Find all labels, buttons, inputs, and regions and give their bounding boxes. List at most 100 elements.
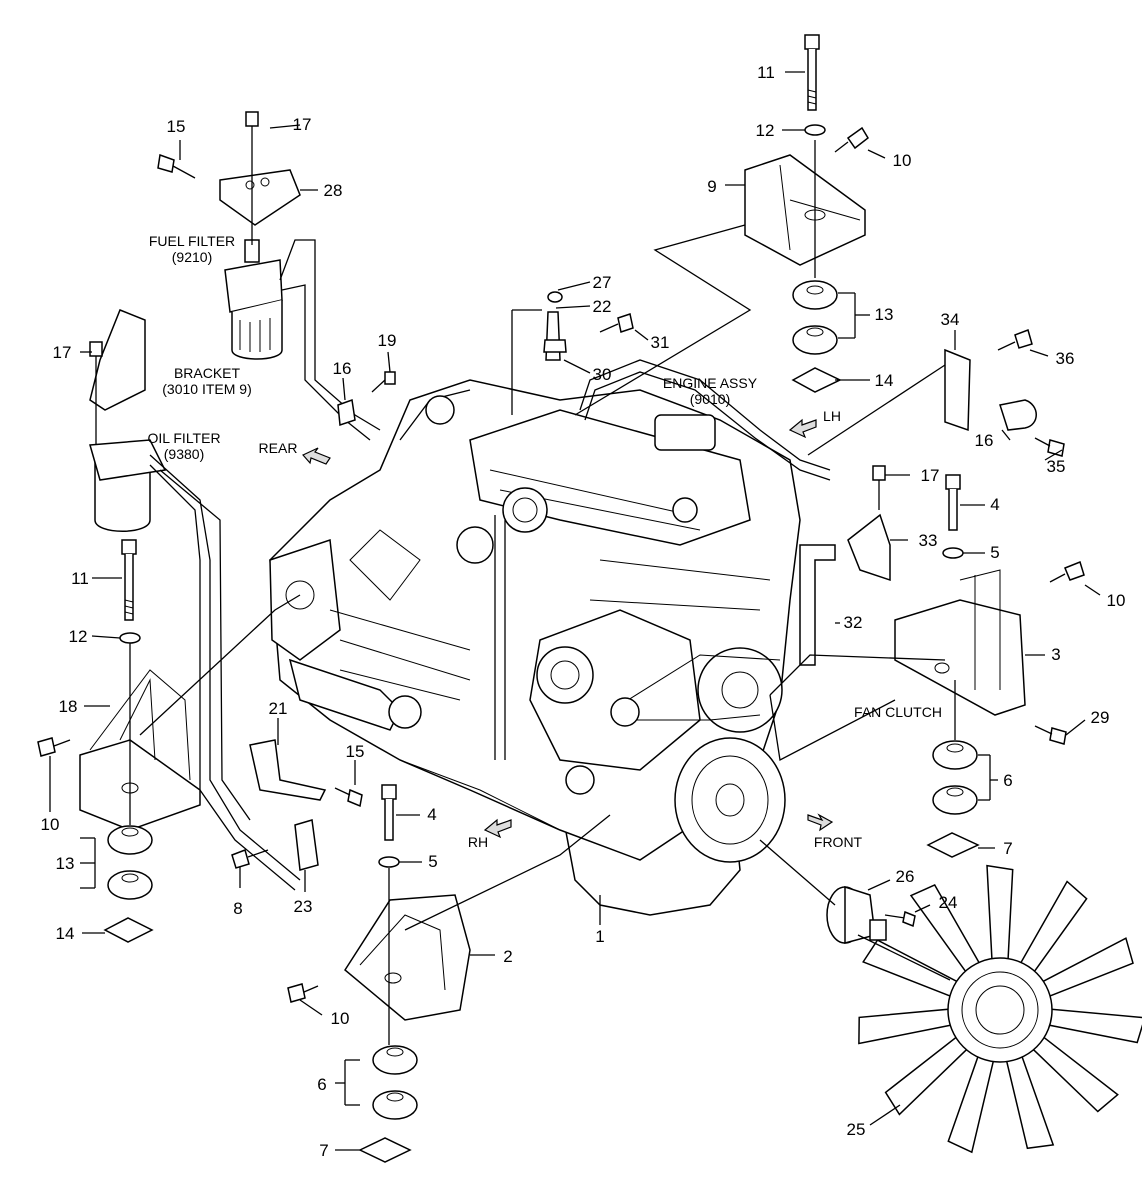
plug-27: [547, 291, 563, 303]
bracket-33: [847, 513, 891, 582]
callout-21: 21: [269, 699, 288, 718]
oil-filter-code: (9380): [164, 446, 204, 462]
callout-10: 10: [893, 151, 912, 170]
mount-bracket-9: [744, 154, 866, 266]
fan-clutch-part: [826, 885, 906, 944]
oil-filter: [89, 439, 167, 532]
rh-label: RH: [468, 834, 488, 850]
callout-23: 23: [294, 897, 313, 916]
callout-5: 5: [990, 543, 999, 562]
fan-blade: [884, 1035, 969, 1116]
fan-blade: [1046, 1008, 1142, 1044]
oil-filter-bracket: [89, 309, 146, 411]
washer-5-bottom: [378, 856, 400, 868]
engine-assy-code: (9010): [690, 391, 730, 407]
washer-12-left: [119, 632, 141, 644]
callout-18: 18: [59, 697, 78, 716]
lh-label: LH: [823, 408, 841, 424]
callout-28: 28: [324, 181, 343, 200]
callout-27: 27: [593, 273, 612, 292]
callout-16: 16: [333, 359, 352, 378]
part-22-30: [543, 311, 567, 361]
front-label: FRONT: [814, 834, 863, 850]
callout-6: 6: [317, 1075, 326, 1094]
callout-35: 35: [1047, 457, 1066, 476]
rear-arrow-icon: [302, 447, 331, 465]
callout-16: 16: [975, 431, 994, 450]
callout-17: 17: [53, 343, 72, 362]
engine-assembly: [269, 359, 831, 916]
callout-13: 13: [56, 854, 75, 873]
callout-8: 8: [233, 899, 242, 918]
bolt-11-top: [804, 34, 820, 111]
callout-26: 26: [896, 867, 915, 886]
callout-12: 12: [69, 627, 88, 646]
fan-clutch-label: FAN CLUTCH: [854, 704, 942, 720]
bolt-4-right: [945, 474, 961, 531]
clamp-16-left: [337, 398, 356, 427]
plate-7-bottom: [358, 1137, 412, 1163]
mount-bracket-2: [344, 894, 471, 1021]
bolt-29: [1034, 725, 1067, 745]
bracket-23: [294, 819, 319, 871]
oil-filter-label: OIL FILTER: [147, 430, 220, 446]
isolators-13-top: [792, 280, 838, 355]
fuel-filter-code: (9210): [172, 249, 212, 265]
callout-15: 15: [346, 742, 365, 761]
rh-arrow-icon: [483, 818, 512, 839]
leader-lines: [49, 71, 1101, 1151]
callout-17: 17: [921, 466, 940, 485]
bracket-code: (3010 ITEM 9): [162, 381, 251, 397]
callout-30: 30: [593, 365, 612, 384]
callout-13: 13: [875, 305, 894, 324]
bolt-10: [37, 126, 1085, 1003]
callout-2: 2: [503, 947, 512, 966]
bolt-24: [902, 910, 916, 928]
cooling-fan: [858, 864, 1142, 1154]
callout-14: 14: [875, 371, 894, 390]
callout-12: 12: [756, 121, 775, 140]
bolt-8: [231, 849, 269, 869]
fan-blade: [858, 1008, 954, 1045]
washer-5-right: [942, 547, 964, 559]
clamp-16-right: [999, 399, 1037, 431]
bolt-11-left: [121, 539, 137, 621]
fuel-filter-bracket: [219, 169, 301, 226]
caption-labels: FUEL FILTER (9210) BRACKET (3010 ITEM 9)…: [147, 233, 942, 850]
fuel-filter-label: FUEL FILTER: [149, 233, 235, 249]
callout-36: 36: [1056, 349, 1075, 368]
callout-4: 4: [990, 495, 999, 514]
callout-6: 6: [1003, 771, 1012, 790]
fuel-filter: [224, 239, 283, 360]
bolt-17: [89, 111, 886, 510]
callout-33: 33: [919, 531, 938, 550]
callout-7: 7: [319, 1141, 328, 1160]
callout-10: 10: [1107, 591, 1126, 610]
plate-14-top: [791, 367, 842, 393]
plate-7-right: [926, 832, 980, 858]
mount-bracket-3: [894, 569, 1026, 716]
lh-arrow-icon: [788, 418, 817, 439]
fan-blade: [1031, 1035, 1119, 1113]
callout-17: 17: [293, 115, 312, 134]
bracket-34: [944, 348, 971, 432]
callout-7: 7: [1003, 839, 1012, 858]
callout-29: 29: [1091, 708, 1110, 727]
callout-9: 9: [707, 177, 716, 196]
callout-11: 11: [757, 63, 775, 82]
bolt-19: [371, 371, 396, 393]
callout-15: 15: [167, 117, 186, 136]
bolt-15: [157, 153, 363, 808]
bolt-36: [997, 329, 1033, 351]
isolators-6-right: [932, 740, 978, 815]
rear-label: REAR: [259, 440, 298, 456]
bracket-label: BRACKET: [174, 365, 241, 381]
front-arrow-icon: [807, 813, 834, 832]
callout-10: 10: [331, 1009, 350, 1028]
bracket-32: [799, 544, 836, 666]
plate-14-left: [103, 917, 154, 943]
fan-blade: [947, 1054, 995, 1154]
fan-blade: [862, 939, 960, 998]
mount-bracket-18: [79, 669, 201, 831]
